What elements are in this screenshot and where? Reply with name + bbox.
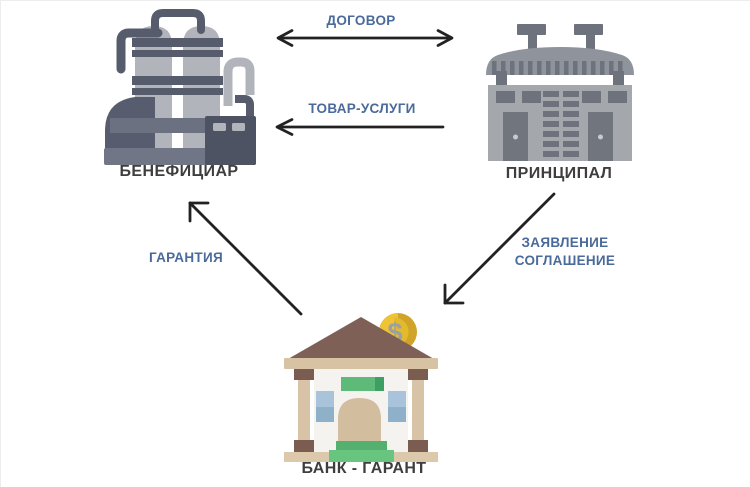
contract-arrow bbox=[276, 29, 454, 47]
factory-icon bbox=[486, 24, 634, 161]
goods-services-arrow bbox=[275, 118, 445, 136]
principal-label: ПРИНЦИПАЛ bbox=[505, 165, 613, 182]
application-edge-label-line1: ЗАЯВЛЕНИЕ bbox=[521, 235, 609, 250]
beneficiary-label: БЕНЕФИЦИАР bbox=[119, 163, 239, 180]
contract-edge-label: ДОГОВОР bbox=[326, 13, 396, 28]
application-arrow bbox=[443, 192, 556, 305]
application-edge-label: ЗАЯВЛЕНИЕ СОГЛАШЕНИЕ bbox=[508, 234, 622, 270]
goods-services-edge-label: ТОВАР-УСЛУГИ bbox=[308, 101, 416, 116]
guarantee-arrow bbox=[188, 201, 303, 316]
guarantee-edge-label: ГАРАНТИЯ bbox=[149, 250, 223, 265]
industrial-plant-icon bbox=[104, 9, 256, 165]
bank-label: БАНК - ГАРАНТ bbox=[301, 460, 427, 477]
application-edge-label-line2: СОГЛАШЕНИЕ bbox=[514, 253, 616, 268]
bank-icon: $ bbox=[284, 313, 438, 462]
